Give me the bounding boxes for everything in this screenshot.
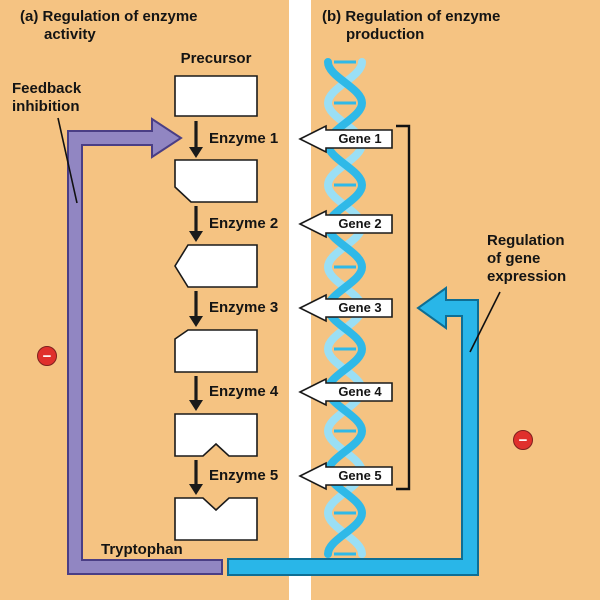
enzyme-2-label: Enzyme 2 xyxy=(209,215,279,232)
gene-arrow-1 xyxy=(298,124,393,154)
gene-arrow-3 xyxy=(298,293,393,323)
enzyme-4-label: Enzyme 4 xyxy=(209,383,279,400)
feedback-inhibition-label-line1: Feedback xyxy=(12,80,82,97)
tryptophan-shape xyxy=(174,497,258,541)
reaction-arrow-1 xyxy=(189,121,203,158)
gene-expression-arrow xyxy=(227,286,479,576)
intermediate-shape-3 xyxy=(174,329,258,373)
gene-arrow-5 xyxy=(298,461,393,491)
reaction-arrow-2 xyxy=(189,206,203,242)
panel-a-title-line2: activity xyxy=(44,26,96,43)
regulation-label-line2: of gene xyxy=(487,250,541,267)
reaction-arrow-4 xyxy=(189,376,203,411)
minus-symbol: − xyxy=(518,431,528,449)
panel-b-title-line2: production xyxy=(346,26,425,43)
precursor-shape xyxy=(174,75,258,117)
gene-3-label: Gene 3 xyxy=(338,300,382,315)
tryptophan-label: Tryptophan xyxy=(101,541,183,558)
regulation-label-line1: Regulation xyxy=(487,232,565,249)
feedback-inhibition-label-line2: inhibition xyxy=(12,98,80,115)
regulation-label-line3: expression xyxy=(487,268,567,285)
panel-a-title-line1: (a) Regulation of enzyme xyxy=(20,8,198,25)
intermediate-shape-1 xyxy=(174,159,258,203)
panel-b-title-line1: (b) Regulation of enzyme xyxy=(322,8,501,25)
intermediate-shape-4 xyxy=(174,413,258,457)
gene-arrow-2 xyxy=(298,209,393,239)
gene-2-label: Gene 2 xyxy=(338,216,382,231)
gene-4-label: Gene 4 xyxy=(338,384,382,399)
minus-icon: − xyxy=(37,346,57,366)
minus-icon: − xyxy=(513,430,533,450)
gene-1-label: Gene 1 xyxy=(338,131,382,146)
enzyme-3-label: Enzyme 3 xyxy=(209,299,279,316)
precursor-label: Precursor xyxy=(180,50,252,67)
regulation-pointer-line xyxy=(469,291,501,353)
intermediate-shape-2 xyxy=(174,244,258,288)
gene-bracket xyxy=(396,124,411,491)
divider-stripe xyxy=(289,0,311,600)
gene-arrow-4 xyxy=(298,377,393,407)
reaction-arrow-5 xyxy=(189,460,203,495)
feedback-arrow xyxy=(67,117,223,575)
reaction-arrow-3 xyxy=(189,291,203,327)
enzyme-5-label: Enzyme 5 xyxy=(209,467,279,484)
enzyme-1-label: Enzyme 1 xyxy=(209,130,279,147)
minus-symbol: − xyxy=(42,347,52,365)
feedback-pointer-line xyxy=(57,117,78,204)
gene-5-label: Gene 5 xyxy=(338,468,382,483)
